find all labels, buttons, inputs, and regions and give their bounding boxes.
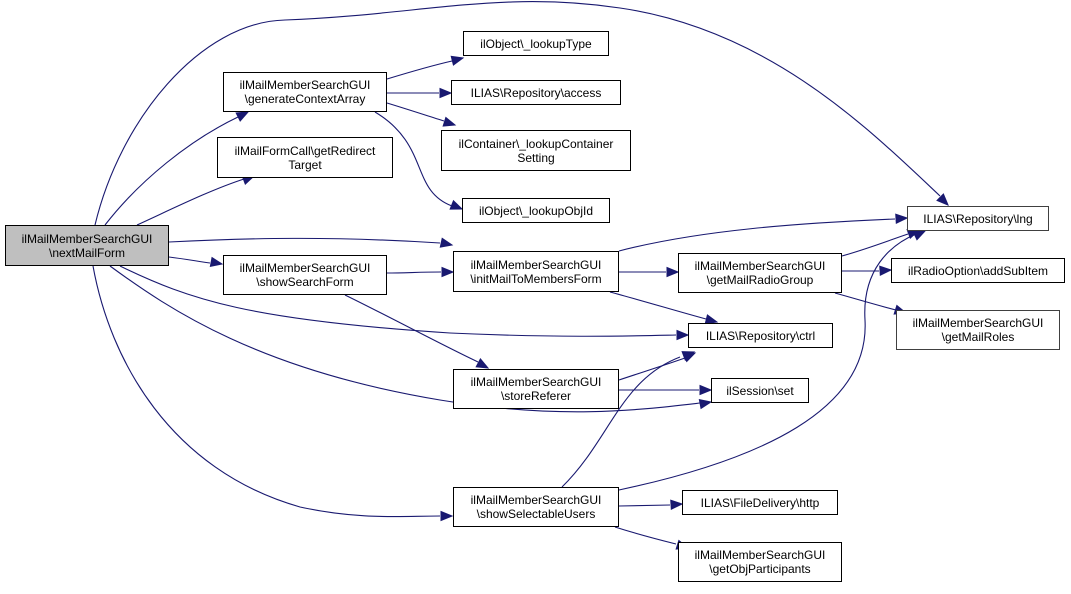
edge-nextMailForm-to-initMailToMembersForm [168, 237, 454, 248]
arrowhead-icon [912, 230, 927, 241]
arrowhead-icon [440, 510, 454, 522]
node-addSubItem[interactable]: ilRadioOption\addSubItem [891, 258, 1065, 283]
edge-showSelectableUsers-to-repoLng [618, 230, 927, 491]
edge-showSearchForm-to-initMailToMembersForm [386, 266, 455, 278]
arrowhead-icon [666, 266, 680, 278]
edge-nextMailForm-to-showSelectableUsers [92, 265, 454, 522]
arrowhead-icon [936, 193, 949, 206]
edge-nextMailForm-to-showSearchForm [168, 256, 224, 268]
edge-line [618, 357, 686, 381]
edge-line [609, 291, 707, 320]
arrowhead-icon [699, 384, 713, 396]
arrowhead-icon [676, 329, 690, 341]
node-initMailToMembersForm[interactable]: ilMailMemberSearchGUI \initMailToMembers… [453, 251, 619, 292]
edge-line [168, 237, 441, 244]
edge-getMailRadioGroup-to-addSubItem [842, 265, 893, 276]
edge-nextMailForm-to-sessionSet [109, 265, 713, 413]
node-repoCtrl[interactable]: ILIAS\Repository\ctrl [688, 323, 833, 348]
node-generateContextArray[interactable]: ilMailMemberSearchGUI \generateContextAr… [223, 72, 387, 112]
edge-generateContextArray-to-repoAccess [387, 87, 453, 99]
edge-line [841, 233, 909, 257]
edge-line [168, 256, 211, 264]
arrowhead-icon [895, 213, 909, 224]
edge-line [104, 116, 239, 226]
arrowhead-icon [235, 111, 250, 122]
edge-storeReferer-to-repoCtrl [618, 352, 697, 381]
edge-getMailRadioGroup-to-repoLng [841, 229, 921, 257]
arrowhead-icon [449, 199, 464, 210]
arrowhead-icon [670, 499, 684, 510]
arrowhead-icon [704, 314, 719, 325]
edge-initMailToMembersForm-to-repoLng [618, 213, 909, 252]
arrowhead-icon [439, 87, 453, 99]
node-showSearchForm[interactable]: ilMailMemberSearchGUI \showSearchForm [223, 255, 387, 295]
edge-initMailToMembersForm-to-getMailRadioGroup [619, 266, 680, 278]
edge-nextMailForm-to-generateContextArray [104, 111, 250, 226]
edge-line [618, 504, 671, 507]
node-storeReferer[interactable]: ilMailMemberSearchGUI \storeReferer [453, 369, 619, 409]
edge-nextMailForm-to-repoCtrl [119, 265, 690, 341]
node-nextMailForm: ilMailMemberSearchGUI \nextMailForm [5, 225, 169, 266]
edge-line [109, 265, 701, 413]
node-lookupObjId[interactable]: ilObject\_lookupObjId [462, 198, 610, 223]
edge-line [119, 265, 677, 337]
edge-line [618, 218, 896, 252]
arrowhead-icon [442, 116, 457, 127]
arrowhead-icon [441, 266, 455, 278]
edge-line [618, 233, 917, 491]
edge-storeReferer-to-sessionSet [619, 384, 713, 396]
node-fileDeliveryHttp[interactable]: ILIAS\FileDelivery\http [682, 490, 838, 515]
node-getObjParticipants[interactable]: ilMailMemberSearchGUI \getObjParticipant… [678, 542, 842, 582]
arrowhead-icon [681, 351, 696, 361]
edge-initMailToMembersForm-to-repoCtrl [609, 291, 719, 325]
node-repoLng[interactable]: ILIAS\Repository\lng [907, 206, 1049, 231]
edge-line [614, 526, 677, 545]
edge-nextMailForm-to-getRedirectTarget [136, 175, 256, 226]
arrowhead-icon [698, 398, 713, 410]
arrowhead-icon [439, 237, 454, 248]
edge-generateContextArray-to-lookupContainerSetting [386, 102, 457, 127]
arrowhead-icon [209, 256, 224, 268]
edge-line [92, 265, 441, 518]
node-repoAccess[interactable]: ILIAS\Repository\access [451, 80, 621, 105]
node-getMailRadioGroup[interactable]: ilMailMemberSearchGUI \getMailRadioGroup [678, 253, 842, 293]
edge-generateContextArray-to-lookupObjId [374, 111, 464, 210]
edge-showSelectableUsers-to-repoCtrl [561, 351, 696, 488]
edge-nextMailForm-to-repoLng [94, 1, 949, 226]
arrowhead-icon [475, 357, 490, 369]
arrowhead-icon [879, 265, 893, 276]
node-lookupType[interactable]: ilObject\_lookupType [463, 31, 609, 56]
edge-showSearchForm-to-storeReferer [344, 294, 490, 369]
node-lookupContainerSetting[interactable]: ilContainer\_lookupContainer Setting [441, 130, 631, 171]
edge-line [136, 178, 245, 226]
edge-line [386, 102, 445, 122]
edge-line [561, 356, 681, 488]
edge-generateContextArray-to-lookupType [386, 55, 465, 80]
edge-line [386, 60, 453, 80]
node-getMailRoles[interactable]: ilMailMemberSearchGUI \getMailRoles [896, 310, 1060, 350]
edge-line [374, 111, 453, 207]
node-sessionSet[interactable]: ilSession\set [711, 378, 809, 403]
edge-showSelectableUsers-to-fileDeliveryHttp [618, 499, 684, 510]
edge-line [386, 271, 442, 274]
arrowhead-icon [450, 55, 465, 66]
edge-line [94, 1, 941, 226]
edge-line [834, 292, 897, 311]
node-showSelectableUsers[interactable]: ilMailMemberSearchGUI \showSelectableUse… [453, 487, 619, 527]
node-getRedirectTarget[interactable]: ilMailFormCall\getRedirect Target [217, 137, 393, 178]
edge-line [344, 294, 479, 363]
